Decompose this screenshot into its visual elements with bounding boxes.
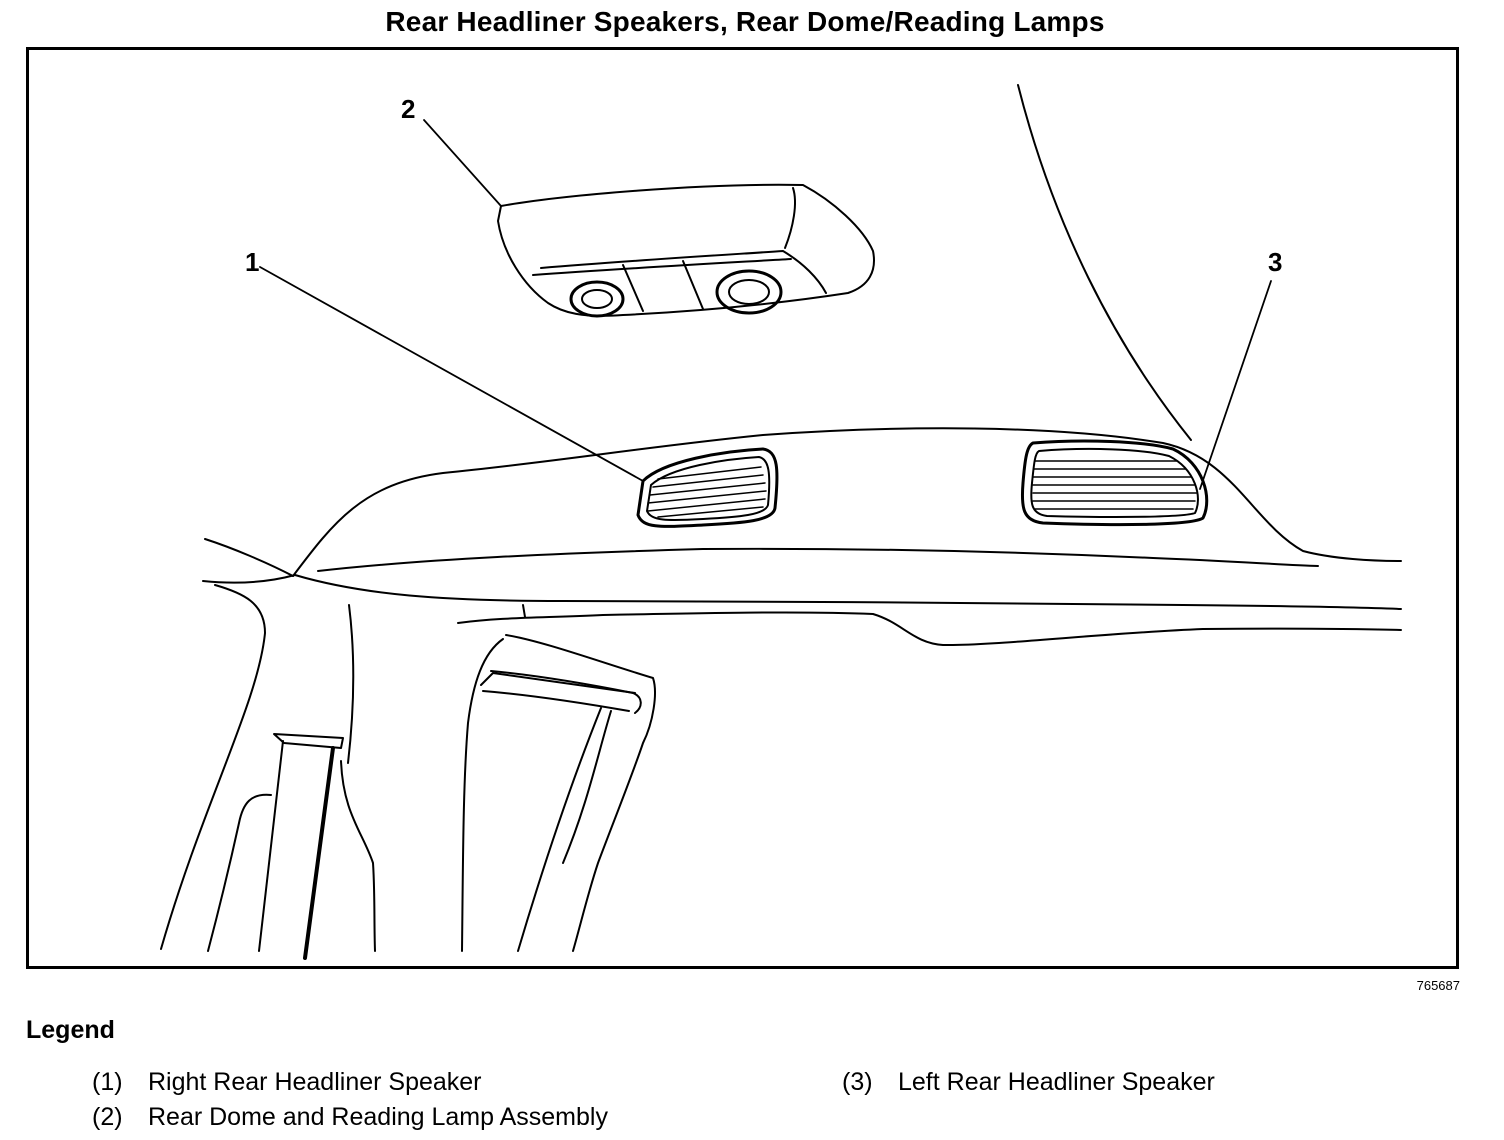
legend-item-label: Rear Dome and Reading Lamp Assembly: [148, 1103, 608, 1131]
pillar-and-trim: [160, 584, 656, 960]
legend-item-number: (1): [92, 1068, 123, 1096]
legend-item-number: (2): [92, 1103, 123, 1131]
right-rear-speaker: [636, 447, 779, 528]
headliner-illustration: 2 1 3: [160, 84, 1402, 960]
legend-item: (1) Right Rear Headliner Speaker: [92, 1068, 482, 1097]
dome-lamp-assembly: [497, 183, 875, 318]
callout-1: 1: [245, 247, 259, 277]
callout-2: 2: [401, 94, 415, 124]
figure-number: 765687: [1416, 978, 1460, 993]
legend-item: (3) Left Rear Headliner Speaker: [842, 1068, 1215, 1097]
legend-item-number: (3): [842, 1068, 873, 1096]
legend-item: (2) Rear Dome and Reading Lamp Assembly: [92, 1103, 608, 1132]
callout-3: 3: [1268, 247, 1282, 277]
legend-item-label: Left Rear Headliner Speaker: [898, 1068, 1215, 1096]
legend-heading: Legend: [26, 1016, 115, 1044]
illustration-frame: 2 1 3: [26, 47, 1459, 969]
legend-item-label: Right Rear Headliner Speaker: [148, 1068, 482, 1096]
headliner-contours: [202, 84, 1402, 647]
left-rear-speaker: [1020, 439, 1209, 527]
leader-lines: [259, 119, 1272, 490]
diagram-title: Rear Headliner Speakers, Rear Dome/Readi…: [385, 6, 1105, 37]
